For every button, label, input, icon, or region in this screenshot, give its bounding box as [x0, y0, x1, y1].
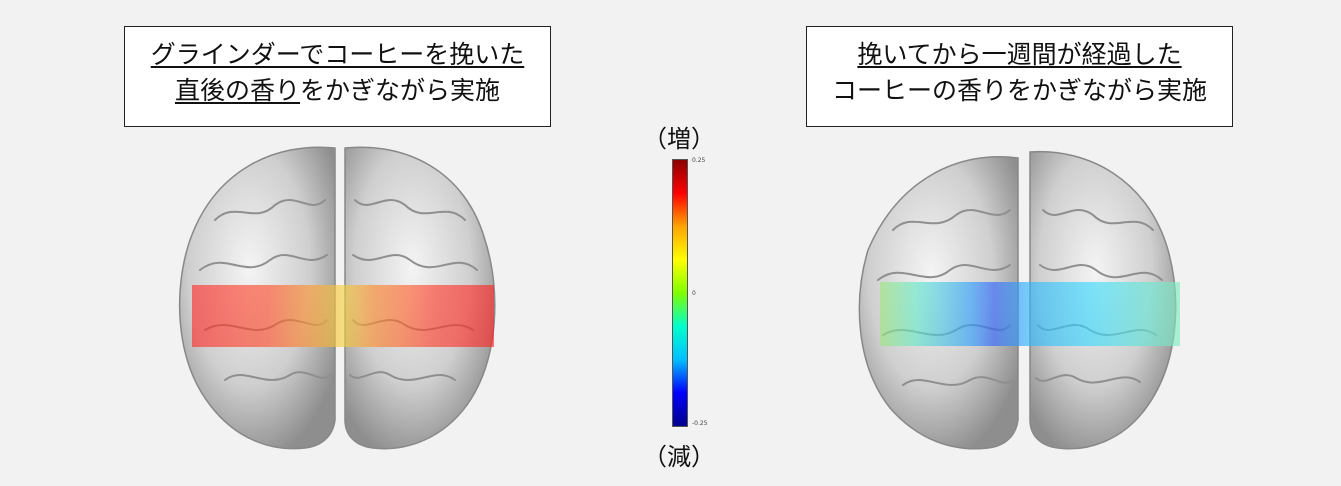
- left-caption-line2-underlined: 直後の香り: [174, 76, 300, 105]
- right-caption-line1: 挽いてから一週間が経過した: [807, 37, 1232, 73]
- left-caption-line2-rest: をかぎながら実施: [300, 76, 501, 105]
- colorbar-mid-tick: 0: [692, 290, 696, 297]
- right-activation-overlay: [880, 282, 1180, 346]
- right-condition-caption: 挽いてから一週間が経過した コーヒーの香りをかぎながら実施: [806, 26, 1233, 127]
- right-caption-line1-text: 挽いてから一週間が経過した: [857, 40, 1182, 69]
- colorbar-min-tick: -0.25: [692, 420, 708, 427]
- scale-decrease-label: （減）: [643, 443, 715, 471]
- left-brain-image: [178, 146, 496, 450]
- left-caption-line1: グラインダーでコーヒーを挽いた: [125, 37, 550, 73]
- left-caption-line2: 直後の香りをかぎながら実施: [125, 73, 550, 109]
- left-condition-caption: グラインダーでコーヒーを挽いた 直後の香りをかぎながら実施: [124, 26, 551, 127]
- right-caption-line2: コーヒーの香りをかぎながら実施: [831, 76, 1207, 105]
- colorbar-max-tick: 0.25: [692, 157, 706, 164]
- colorbar: [672, 159, 688, 427]
- left-caption-line1-text: グラインダーでコーヒーを挽いた: [150, 40, 525, 69]
- left-activation-overlay: [192, 285, 494, 347]
- scale-increase-label: （増）: [643, 125, 715, 153]
- right-brain-image: [858, 150, 1180, 450]
